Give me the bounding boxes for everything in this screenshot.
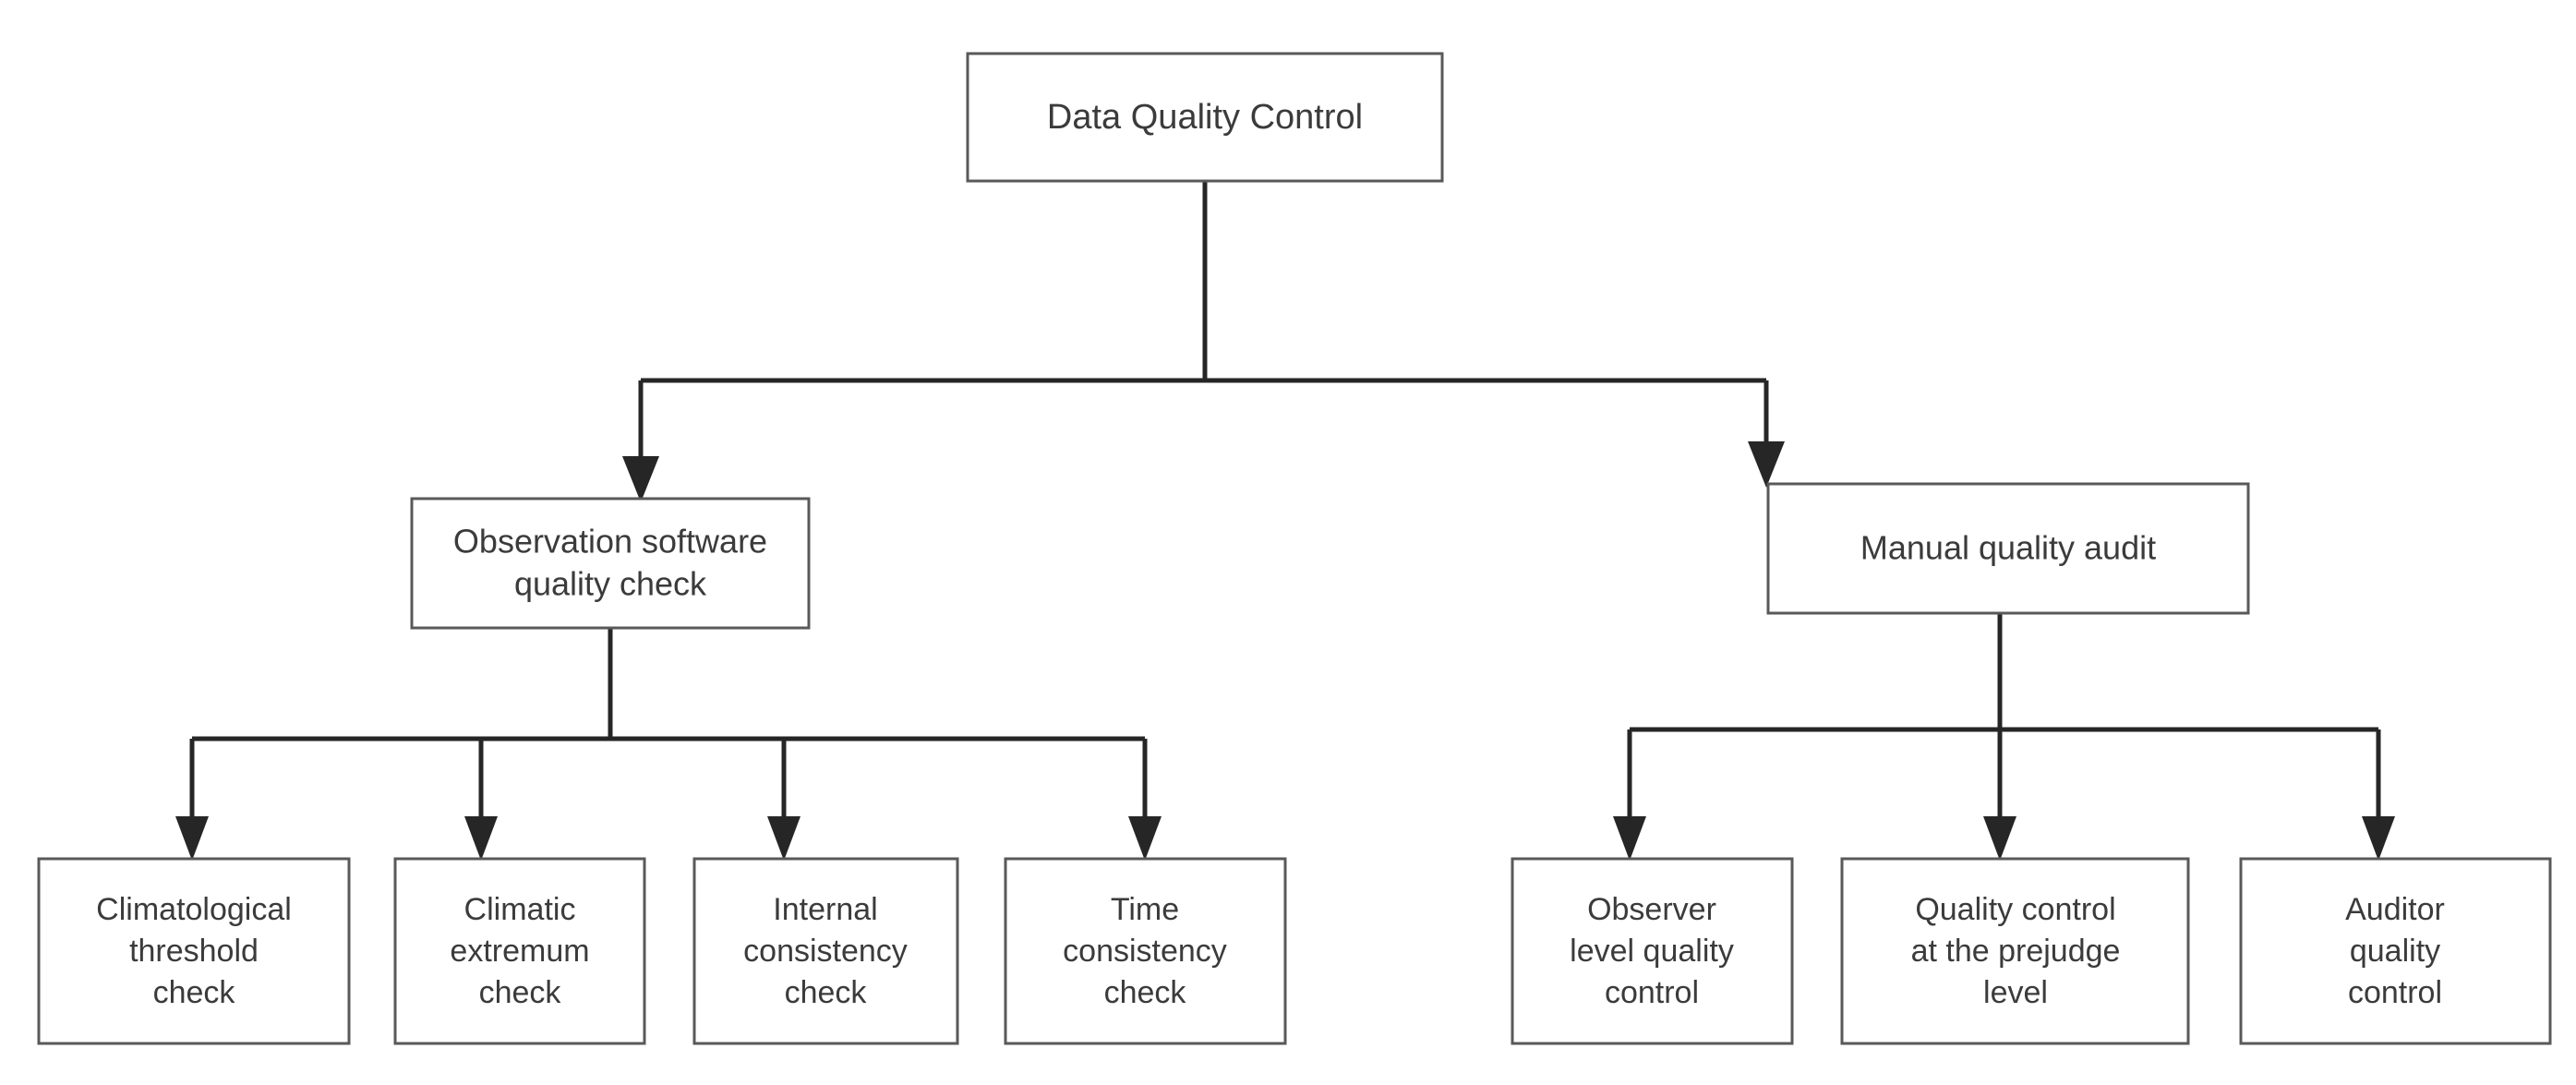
edge-left-branch-to-leaves xyxy=(175,628,1162,861)
edge-right-branch-to-leaves xyxy=(1613,613,2395,861)
node-box-auditor-quality-control[interactable] xyxy=(2239,857,2552,1045)
node-observer-level-quality-control[interactable]: Observer level quality control xyxy=(1511,857,1794,1045)
node-box-climatic-extremum-check[interactable] xyxy=(393,857,646,1045)
node-label-quality-control-at-the-prejudge-level-line3: level xyxy=(1983,975,2048,1010)
arrow-head-right-branch xyxy=(1748,441,1785,488)
node-box-time-consistency-check[interactable] xyxy=(1004,857,1287,1045)
arrow-head-auditor-quality-control xyxy=(2362,816,2395,861)
arrow-head-left-branch xyxy=(622,456,659,502)
node-label-quality-control-at-the-prejudge-level-line2: at the prejudge xyxy=(1911,934,2121,969)
arrow-head-quality-control-prejudge-level xyxy=(1983,816,2016,861)
node-label-climatic-extremum-check-line3: check xyxy=(479,975,562,1010)
node-label-auditor-quality-control-line2: quality xyxy=(2350,934,2440,969)
node-label-climatological-threshold-check-line2: threshold xyxy=(129,934,259,969)
node-box-quality-control-at-the-prejudge-level[interactable] xyxy=(1840,857,2190,1045)
node-label-time-consistency-check-line2: consistency xyxy=(1063,934,1227,969)
node-label-data-quality-control: Data Quality Control xyxy=(1047,98,1363,137)
node-quality-control-at-the-prejudge-level[interactable]: Quality control at the prejudge level xyxy=(1840,857,2190,1045)
arrow-head-time-consistency-check xyxy=(1128,816,1162,861)
node-box-data-quality-control[interactable] xyxy=(966,52,1444,183)
node-label-observer-level-quality-control-line3: control xyxy=(1605,975,1699,1010)
node-box-manual-quality-audit[interactable] xyxy=(1766,482,2250,615)
node-label-observation-software-quality-check-line1: Observation software xyxy=(453,523,767,561)
node-label-climatic-extremum-check-line2: extremum xyxy=(450,934,589,969)
arrow-head-climatic-extremum-check xyxy=(464,816,498,861)
node-data-quality-control[interactable]: Data Quality Control xyxy=(966,52,1444,183)
node-label-observer-level-quality-control-line1: Observer xyxy=(1587,892,1716,927)
node-label-auditor-quality-control-line1: Auditor xyxy=(2345,892,2445,927)
node-label-quality-control-at-the-prejudge-level-line1: Quality control xyxy=(1915,892,2115,927)
node-box-climatological-threshold-check[interactable] xyxy=(37,857,351,1045)
arrow-head-internal-consistency-check xyxy=(767,816,800,861)
node-label-climatic-extremum-check-line1: Climatic xyxy=(464,892,576,927)
node-label-time-consistency-check-line3: check xyxy=(1104,975,1187,1010)
edge-root-to-branches xyxy=(622,181,1785,502)
node-label-internal-consistency-check-line3: check xyxy=(785,975,868,1010)
node-label-observation-software-quality-check-line2: quality check xyxy=(514,565,707,603)
node-auditor-quality-control[interactable]: Auditor quality control xyxy=(2239,857,2552,1045)
node-label-internal-consistency-check-line1: Internal xyxy=(773,892,877,927)
node-observation-software-quality-check[interactable]: Observation software quality check xyxy=(410,497,811,630)
node-time-consistency-check[interactable]: Time consistency check xyxy=(1004,857,1287,1045)
node-label-observer-level-quality-control-line2: level quality xyxy=(1570,934,1734,969)
arrow-head-observer-level-quality-control xyxy=(1613,816,1646,861)
node-label-auditor-quality-control-line3: control xyxy=(2348,975,2442,1010)
node-label-time-consistency-check-line1: Time xyxy=(1111,892,1179,927)
node-label-manual-quality-audit: Manual quality audit xyxy=(1860,529,2156,567)
node-label-internal-consistency-check-line2: consistency xyxy=(743,934,908,969)
node-label-climatological-threshold-check-line1: Climatological xyxy=(96,892,292,927)
node-box-internal-consistency-check[interactable] xyxy=(692,857,959,1045)
arrow-head-climatological-threshold-check xyxy=(175,816,209,861)
node-label-climatological-threshold-check-line3: check xyxy=(153,975,236,1010)
node-box-observation-software-quality-check[interactable] xyxy=(410,497,811,630)
node-internal-consistency-check[interactable]: Internal consistency check xyxy=(692,857,959,1045)
node-manual-quality-audit[interactable]: Manual quality audit xyxy=(1766,482,2250,615)
node-box-observer-level-quality-control[interactable] xyxy=(1511,857,1794,1045)
node-climatological-threshold-check[interactable]: Climatological threshold check xyxy=(37,857,351,1045)
node-climatic-extremum-check[interactable]: Climatic extremum check xyxy=(393,857,646,1045)
